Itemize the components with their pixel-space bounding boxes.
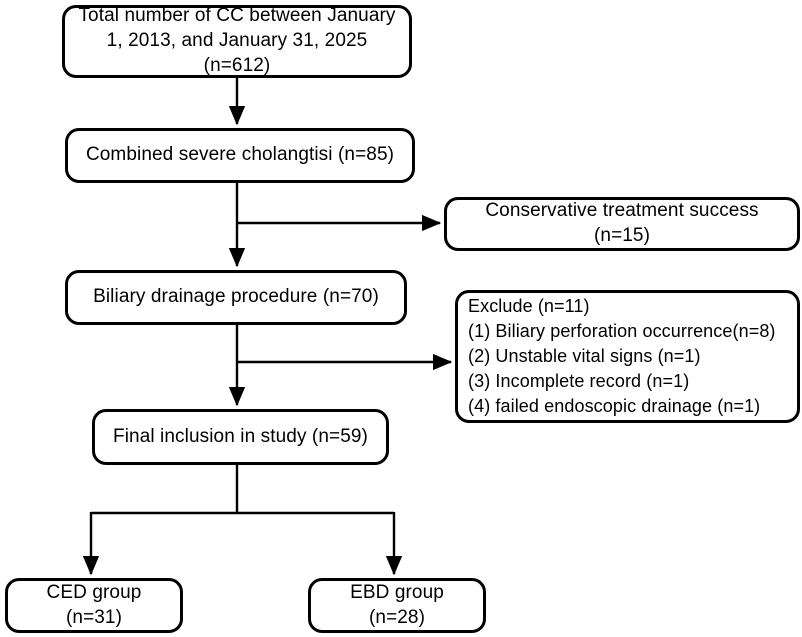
node-final-inclusion-label: Final inclusion in study (n=59) [113,425,368,447]
node-final-inclusion: Final inclusion in study (n=59) [92,409,389,465]
node-total-cc: Total number of CC between January 1, 20… [62,5,412,78]
node-exclude-reasons-label: Exclude (n=11) (1) Biliary perforation o… [468,295,776,417]
node-conservative-treatment-success: Conservative treatment success (n=15) [444,197,800,251]
node-combined-severe-cholangitis-label: Combined severe cholangtisi (n=85) [85,144,395,166]
node-conservative-treatment-success-label: Conservative treatment success (n=15) [485,200,759,246]
node-ebd-group-label: EBD group (n=28) [350,581,444,628]
node-ebd-group: EBD group (n=28) [308,578,486,633]
node-ced-group-label: CED group (n=31) [46,581,142,628]
node-ced-group: CED group (n=31) [5,578,183,633]
node-combined-severe-cholangitis: Combined severe cholangtisi (n=85) [65,128,415,183]
node-total-cc-label: Total number of CC between January 1, 20… [78,5,396,76]
node-exclude-reasons: Exclude (n=11) (1) Biliary perforation o… [455,290,800,423]
node-biliary-drainage-procedure: Biliary drainage procedure (n=70) [65,270,407,325]
node-biliary-drainage-procedure-label: Biliary drainage procedure (n=70) [93,286,379,308]
